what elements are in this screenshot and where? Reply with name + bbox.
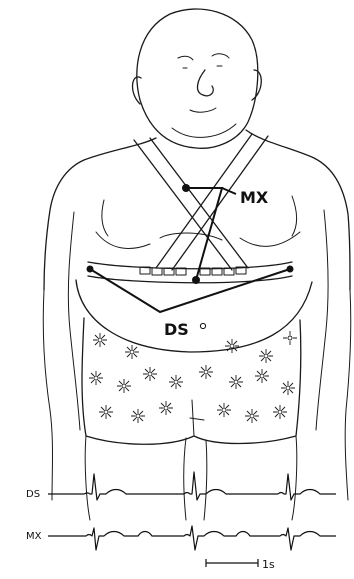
ds-lead (90, 269, 290, 329)
harness-belt (87, 262, 294, 283)
head (133, 9, 262, 148)
ds-trace-label: DS (26, 489, 40, 500)
ds-lead-label: DS (164, 320, 189, 339)
mx-ecg-trace (48, 526, 336, 550)
time-scale-bar: 1s (206, 558, 275, 571)
torso (43, 130, 351, 500)
mx-trace-label: MX (26, 531, 42, 542)
ds-ecg-trace (48, 472, 336, 500)
time-scale-label: 1s (262, 558, 275, 571)
mx-lead-label: MX (240, 188, 269, 207)
